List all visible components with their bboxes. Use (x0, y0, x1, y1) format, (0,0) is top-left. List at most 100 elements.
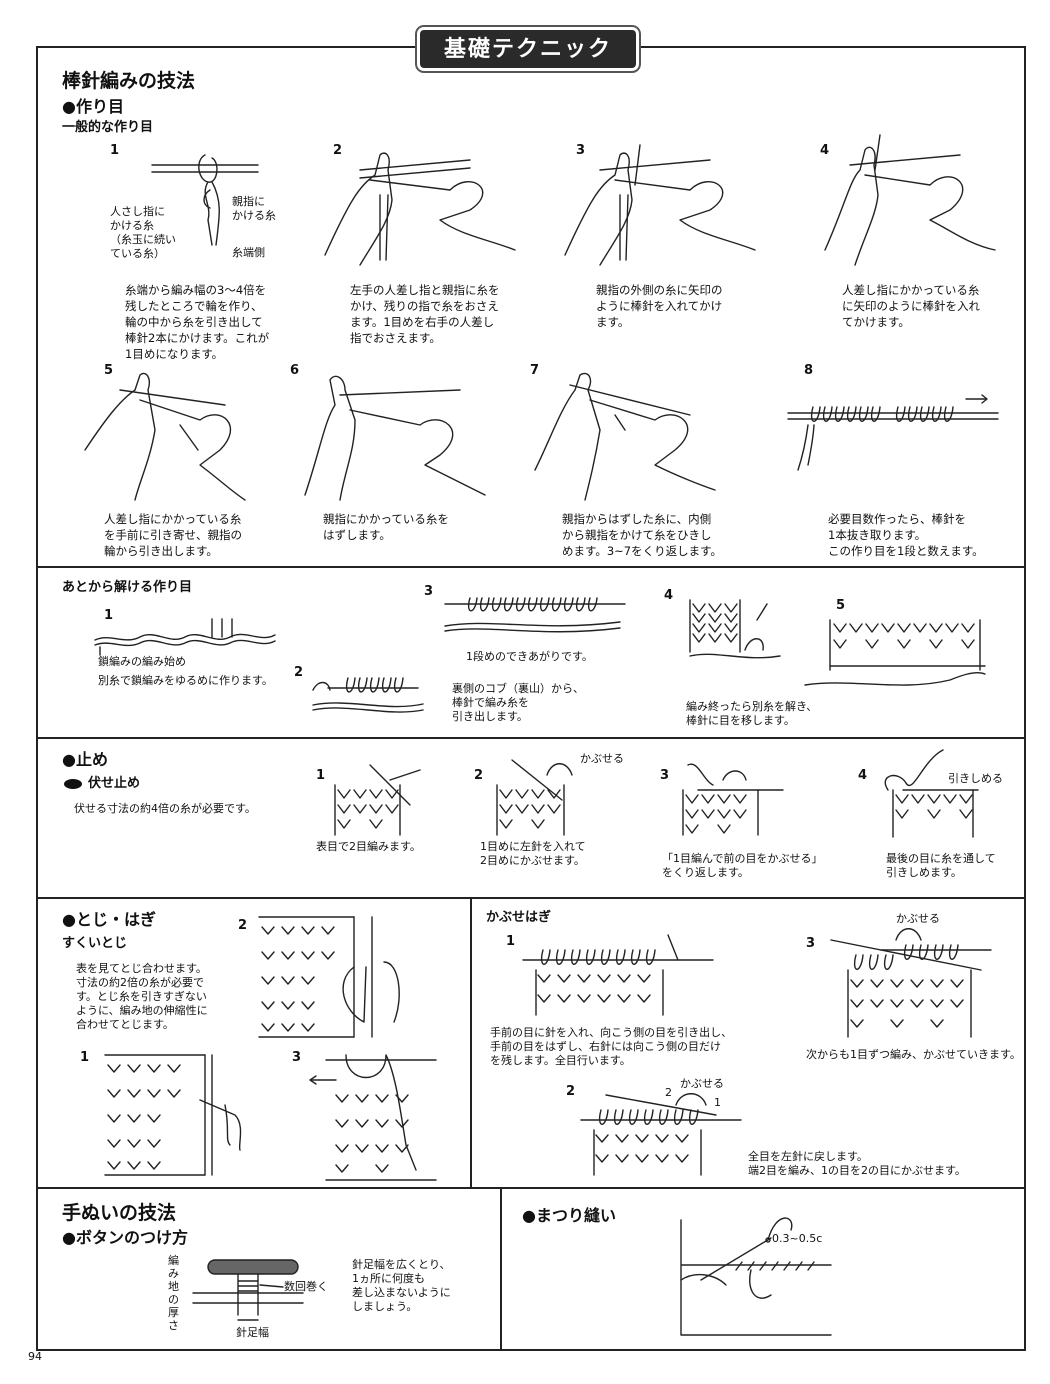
provisional-step4-text: 編み終ったら別糸を解き、 棒針に目を移します。 (686, 700, 818, 727)
bind-off-step2-text: 1目めに左針を入れて 2目めにかぶせます。 (480, 840, 586, 867)
step-text: 人差し指にかかっている糸 に矢印のように棒針を入れ てかけます。 (842, 283, 980, 329)
provisional-step2-text: 裏側のコブ（裏山）から、 棒針で編み糸を 引き出します。 (452, 682, 584, 723)
bind-graft-step2-text: 全目を左針に戻します。 端2目を編み、1の目を2の目にかぶせます。 (748, 1150, 966, 1177)
step-number: 1 (104, 608, 114, 623)
step-number: 4 (820, 143, 830, 158)
provisional-heading: あとから解ける作り目 (62, 580, 193, 595)
bind-graft-step3-label: かぶせる (896, 912, 940, 925)
cast-on-step2-illustration (324, 152, 516, 266)
step-number: 1 (80, 1050, 90, 1065)
step-number: 3 (660, 768, 670, 783)
divider-sewing (36, 1187, 1026, 1189)
button-heading: ●ボタンのつけ方 (62, 1228, 188, 1247)
step-number: 2 (238, 918, 248, 933)
sewing-title: 手ぬいの技法 (62, 1202, 177, 1224)
bind-off-step3-text: 「1目編んで前の目をかぶせる」 をくり返します。 (662, 852, 823, 879)
bind-off-step2-label: かぶせる (580, 752, 624, 765)
provisional-step1-text: 別糸で鎖編みをゆるめに作ります。 (98, 674, 273, 687)
step-number: 4 (664, 588, 674, 603)
cast-on-step3-illustration (564, 144, 756, 266)
step-number: 2 (333, 143, 343, 158)
step-number: 5 (104, 363, 114, 378)
button-illustration (192, 1259, 304, 1321)
step-number: 4 (858, 768, 868, 783)
provisional-chain-illustration (94, 618, 276, 656)
bind-graft-step2-label: かぶせる (680, 1077, 724, 1090)
divider-castoff (36, 566, 1026, 568)
button-wraps-label: 数回巻く (284, 1280, 328, 1293)
step-text: 親指からはずした糸に、内側 から親指をかけて糸をひきし めます。3~7をくり返し… (562, 512, 722, 558)
seaming-step3-illustration (309, 1054, 437, 1181)
provisional-step3-illustration (444, 597, 626, 633)
step-number: 2 (566, 1084, 576, 1099)
step-number: 6 (290, 363, 300, 378)
step-number: 7 (530, 363, 540, 378)
cast-on-heading: ●作り目 (62, 97, 124, 116)
button-text: 針足幅を広くとり、 1ヵ所に何度も 差し込まないように しましょう。 (352, 1258, 451, 1313)
bind-graft-step2-illustration (580, 1093, 742, 1176)
bind-graft-heading: かぶせはぎ (486, 910, 552, 925)
bind-off-note: 伏せる寸法の約4倍の糸が必要です。 (74, 802, 256, 815)
provisional-step4-illustration (689, 599, 781, 659)
bind-off-step1-text: 表目で2目編みます。 (316, 840, 421, 853)
step-text: 必要目数作ったら、棒針を 1本抜き取ります。 この作り目を1段と数えます。 (828, 512, 984, 558)
step-number: 3 (424, 584, 434, 599)
cast-on-step5-illustration (84, 372, 246, 501)
bind-graft-step3-text: 次からも1目ずつ編み、かぶせていきます。 (806, 1048, 1021, 1061)
step-text: 左手の人差し指と親指に糸を かけ、残りの指で糸をおさえ ます。1目めを右手の人差… (350, 283, 500, 345)
oval-bullet-icon (64, 778, 82, 789)
step-text: 人差し指にかかっている糸 を手前に引き寄せ、親指の 輪から引き出します。 (104, 512, 242, 558)
bind-off-sub-label: 伏せ止め (88, 776, 141, 791)
bind-off-step3-illustration (682, 763, 784, 836)
step-text: 親指の外側の糸に矢印の ように棒針を入れてかけ ます。 (596, 283, 723, 329)
seaming-step1-illustration (104, 1054, 242, 1176)
button-shank-label: 針足幅 (236, 1326, 269, 1339)
bind-off-step4-text: 最後の目に糸を通して 引きしめます。 (886, 852, 996, 879)
bind-off-sub: 伏せ止め (64, 772, 140, 791)
button-thickness-label: 編み地の厚さ (168, 1254, 179, 1332)
cast-on-sub: 一般的な作り目 (62, 120, 154, 135)
bind-graft-mark-1: 1 (714, 1096, 721, 1109)
bind-off-step4-label: 引きしめる (948, 772, 1003, 785)
step-number: 5 (836, 598, 846, 613)
page-number: 94 (28, 1350, 42, 1363)
bind-graft-step1-illustration (522, 934, 714, 1016)
step-number: 3 (806, 936, 816, 951)
step-text: 親指にかかっている糸を はずします。 (323, 512, 449, 542)
whip-stitch-illustration (680, 1217, 832, 1336)
bind-off-heading: ●止め (62, 750, 108, 769)
cast-on-step7-illustration (534, 372, 716, 501)
step-number: 3 (292, 1050, 302, 1065)
seaming-heading: ●とじ・はぎ (62, 910, 156, 929)
provisional-step5-illustration (804, 619, 986, 686)
knitting-title: 棒針編みの技法 (62, 70, 196, 92)
step-number: 1 (110, 143, 120, 158)
divider-provisional (36, 737, 1026, 739)
step-number: 2 (294, 665, 304, 680)
step-number: 1 (506, 934, 516, 949)
label-yarn-end: 糸端側 (232, 246, 265, 259)
provisional-step2-illustration (312, 677, 424, 713)
cast-on-step8-illustration (787, 394, 999, 471)
seaming-step2-illustration (258, 916, 400, 1038)
bind-graft-step3-illustration (830, 928, 992, 1038)
provisional-step3-text: 1段めのできあがりです。 (466, 650, 593, 663)
whip-heading: ●まつり縫い (522, 1206, 616, 1225)
bind-off-step2-illustration (496, 759, 573, 836)
label-thumb-yarn: 親指に かける糸 (232, 195, 276, 222)
whip-measure: 0.3~0.5c (772, 1232, 823, 1245)
label-index-yarn: 人さし指に かける糸 （糸玉に続い ている糸） (110, 205, 176, 260)
divider-sewing-col (500, 1187, 502, 1351)
step-number: 8 (804, 363, 814, 378)
page-banner: 基礎テクニック (420, 30, 636, 68)
cast-on-step4-illustration (824, 134, 996, 266)
cast-on-step6-illustration (304, 375, 486, 501)
divider-bindoff (36, 897, 1026, 899)
bind-off-step4-illustration (884, 749, 979, 838)
cast-on-step1-illustration (151, 154, 259, 246)
provisional-chain-label: 鎖編みの編み始め (98, 655, 186, 668)
step-number: 2 (474, 768, 484, 783)
seaming-text: 表を見てとじ合わせます。 寸法の約2倍の糸が必要で す。とじ糸を引きすぎない よ… (76, 962, 208, 1031)
step-text: 糸端から編み幅の3～4倍を 残したところで輪を作り、 輪の中から糸を引き出して … (125, 283, 270, 361)
divider-seaming (470, 897, 472, 1187)
